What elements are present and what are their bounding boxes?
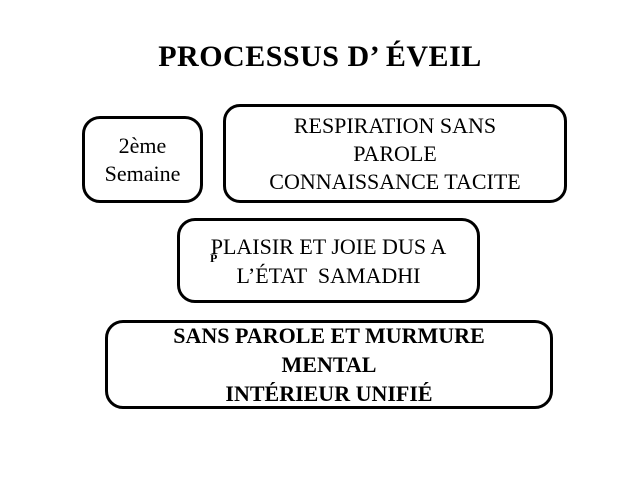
- box-inner-speech-line-2: MENTAL: [281, 352, 377, 377]
- box-inner-speech-line-3: INTÉRIEUR UNIFIÉ: [225, 381, 433, 406]
- box-2eme-semaine-line-1: 2ème: [118, 132, 167, 158]
- box-inner-speech-line-1: SANS PAROLE ET MURMURE: [173, 323, 485, 348]
- box-plaisir-et-joie: P PLAISIR ET JOIE DUS A L’ÉTAT SAMADHI: [177, 218, 480, 303]
- box-2eme-semaine: 2ème Semaine: [82, 116, 203, 203]
- stray-p-glyph: P: [210, 251, 218, 265]
- box-plaisir-line-1: PLAISIR ET JOIE DUS A: [210, 233, 447, 259]
- box-respiration-line-2: PAROLE: [353, 140, 437, 166]
- box-respiration-line-3: CONNAISSANCE TACITE: [269, 168, 521, 194]
- slide-title: PROCESSUS D’ ÉVEIL: [158, 40, 482, 73]
- box-2eme-semaine-line-2: Semaine: [104, 160, 181, 186]
- box-sans-parole-murmure: SANS PAROLE ET MURMURE MENTAL INTÉRIEUR …: [105, 320, 553, 409]
- box-respiration-line-1: RESPIRATION SANS: [293, 112, 497, 138]
- box-respiration-sans-parole: RESPIRATION SANS PAROLE CONNAISSANCE TAC…: [223, 104, 567, 203]
- box-plaisir-line-2: L’ÉTAT SAMADHI: [236, 262, 421, 288]
